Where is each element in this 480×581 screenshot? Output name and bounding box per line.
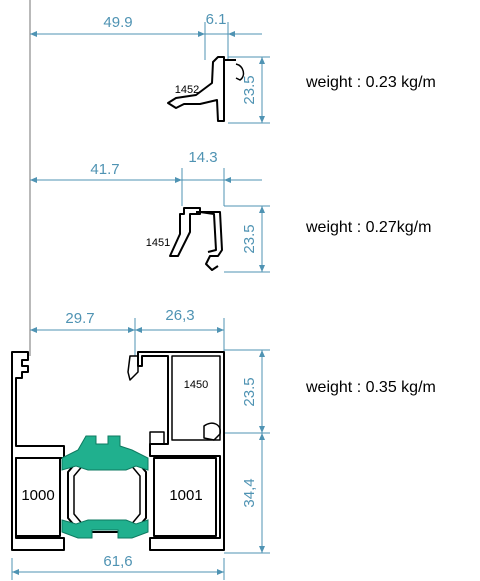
dim-label-29-7: 29.7 — [65, 310, 94, 327]
profile-1452-hook — [235, 63, 245, 81]
profile-1451-shape — [169, 207, 201, 257]
profile-1451: 41.7 14.3 23.5 1451 weight : 0.27kg/m — [30, 149, 431, 273]
profile-1450: 29.7 26,3 23.5 34,4 61,6 — [11, 307, 436, 580]
thermal-break-bottom — [61, 519, 149, 539]
dim-label-49-9: 49.9 — [103, 14, 132, 31]
weight-label-1451: weight : 0.27kg/m — [305, 219, 431, 236]
dim-label-height: 23.5 — [241, 75, 258, 104]
frame-right-outer — [137, 351, 225, 551]
chamber-label-1001: 1001 — [169, 487, 202, 504]
dim-label-41-7: 41.7 — [90, 161, 119, 178]
profile-1452: 49.9 6.1 23.5 1452 weight : 0.23 kg/m — [30, 11, 436, 124]
profile-1450-body — [171, 355, 221, 441]
part-number-1450: 1450 — [184, 379, 208, 391]
chamber-label-1000: 1000 — [21, 487, 54, 504]
dim-label-6-1: 6.1 — [206, 11, 227, 28]
dim-label-14-3: 14.3 — [188, 149, 217, 166]
weight-label-1452: weight : 0.23 kg/m — [305, 74, 436, 91]
dim-label-61-6: 61,6 — [103, 553, 132, 570]
profile-1451-body — [196, 211, 223, 271]
part-number-1452: 1452 — [175, 84, 199, 96]
profile-1452-shape — [167, 56, 225, 122]
dim-label-height: 23.5 — [241, 224, 258, 253]
dim-label-26-3: 26,3 — [165, 307, 194, 324]
profile-1450-hook — [203, 422, 221, 441]
chamber-1001 — [153, 457, 217, 537]
weight-label-1450: weight : 0.35 kg/m — [305, 379, 436, 396]
dim-label-height-bottom: 34,4 — [241, 478, 258, 507]
profile-1450-clip — [127, 355, 139, 381]
thermal-break-top — [61, 435, 149, 471]
part-number-1451: 1451 — [146, 237, 170, 249]
dim-label-height-top: 23.5 — [241, 377, 258, 406]
frame-left-outer — [11, 351, 65, 551]
chamber-1000 — [15, 457, 61, 537]
central-chamber-inner — [73, 463, 141, 527]
frame-right-lip — [149, 431, 165, 445]
